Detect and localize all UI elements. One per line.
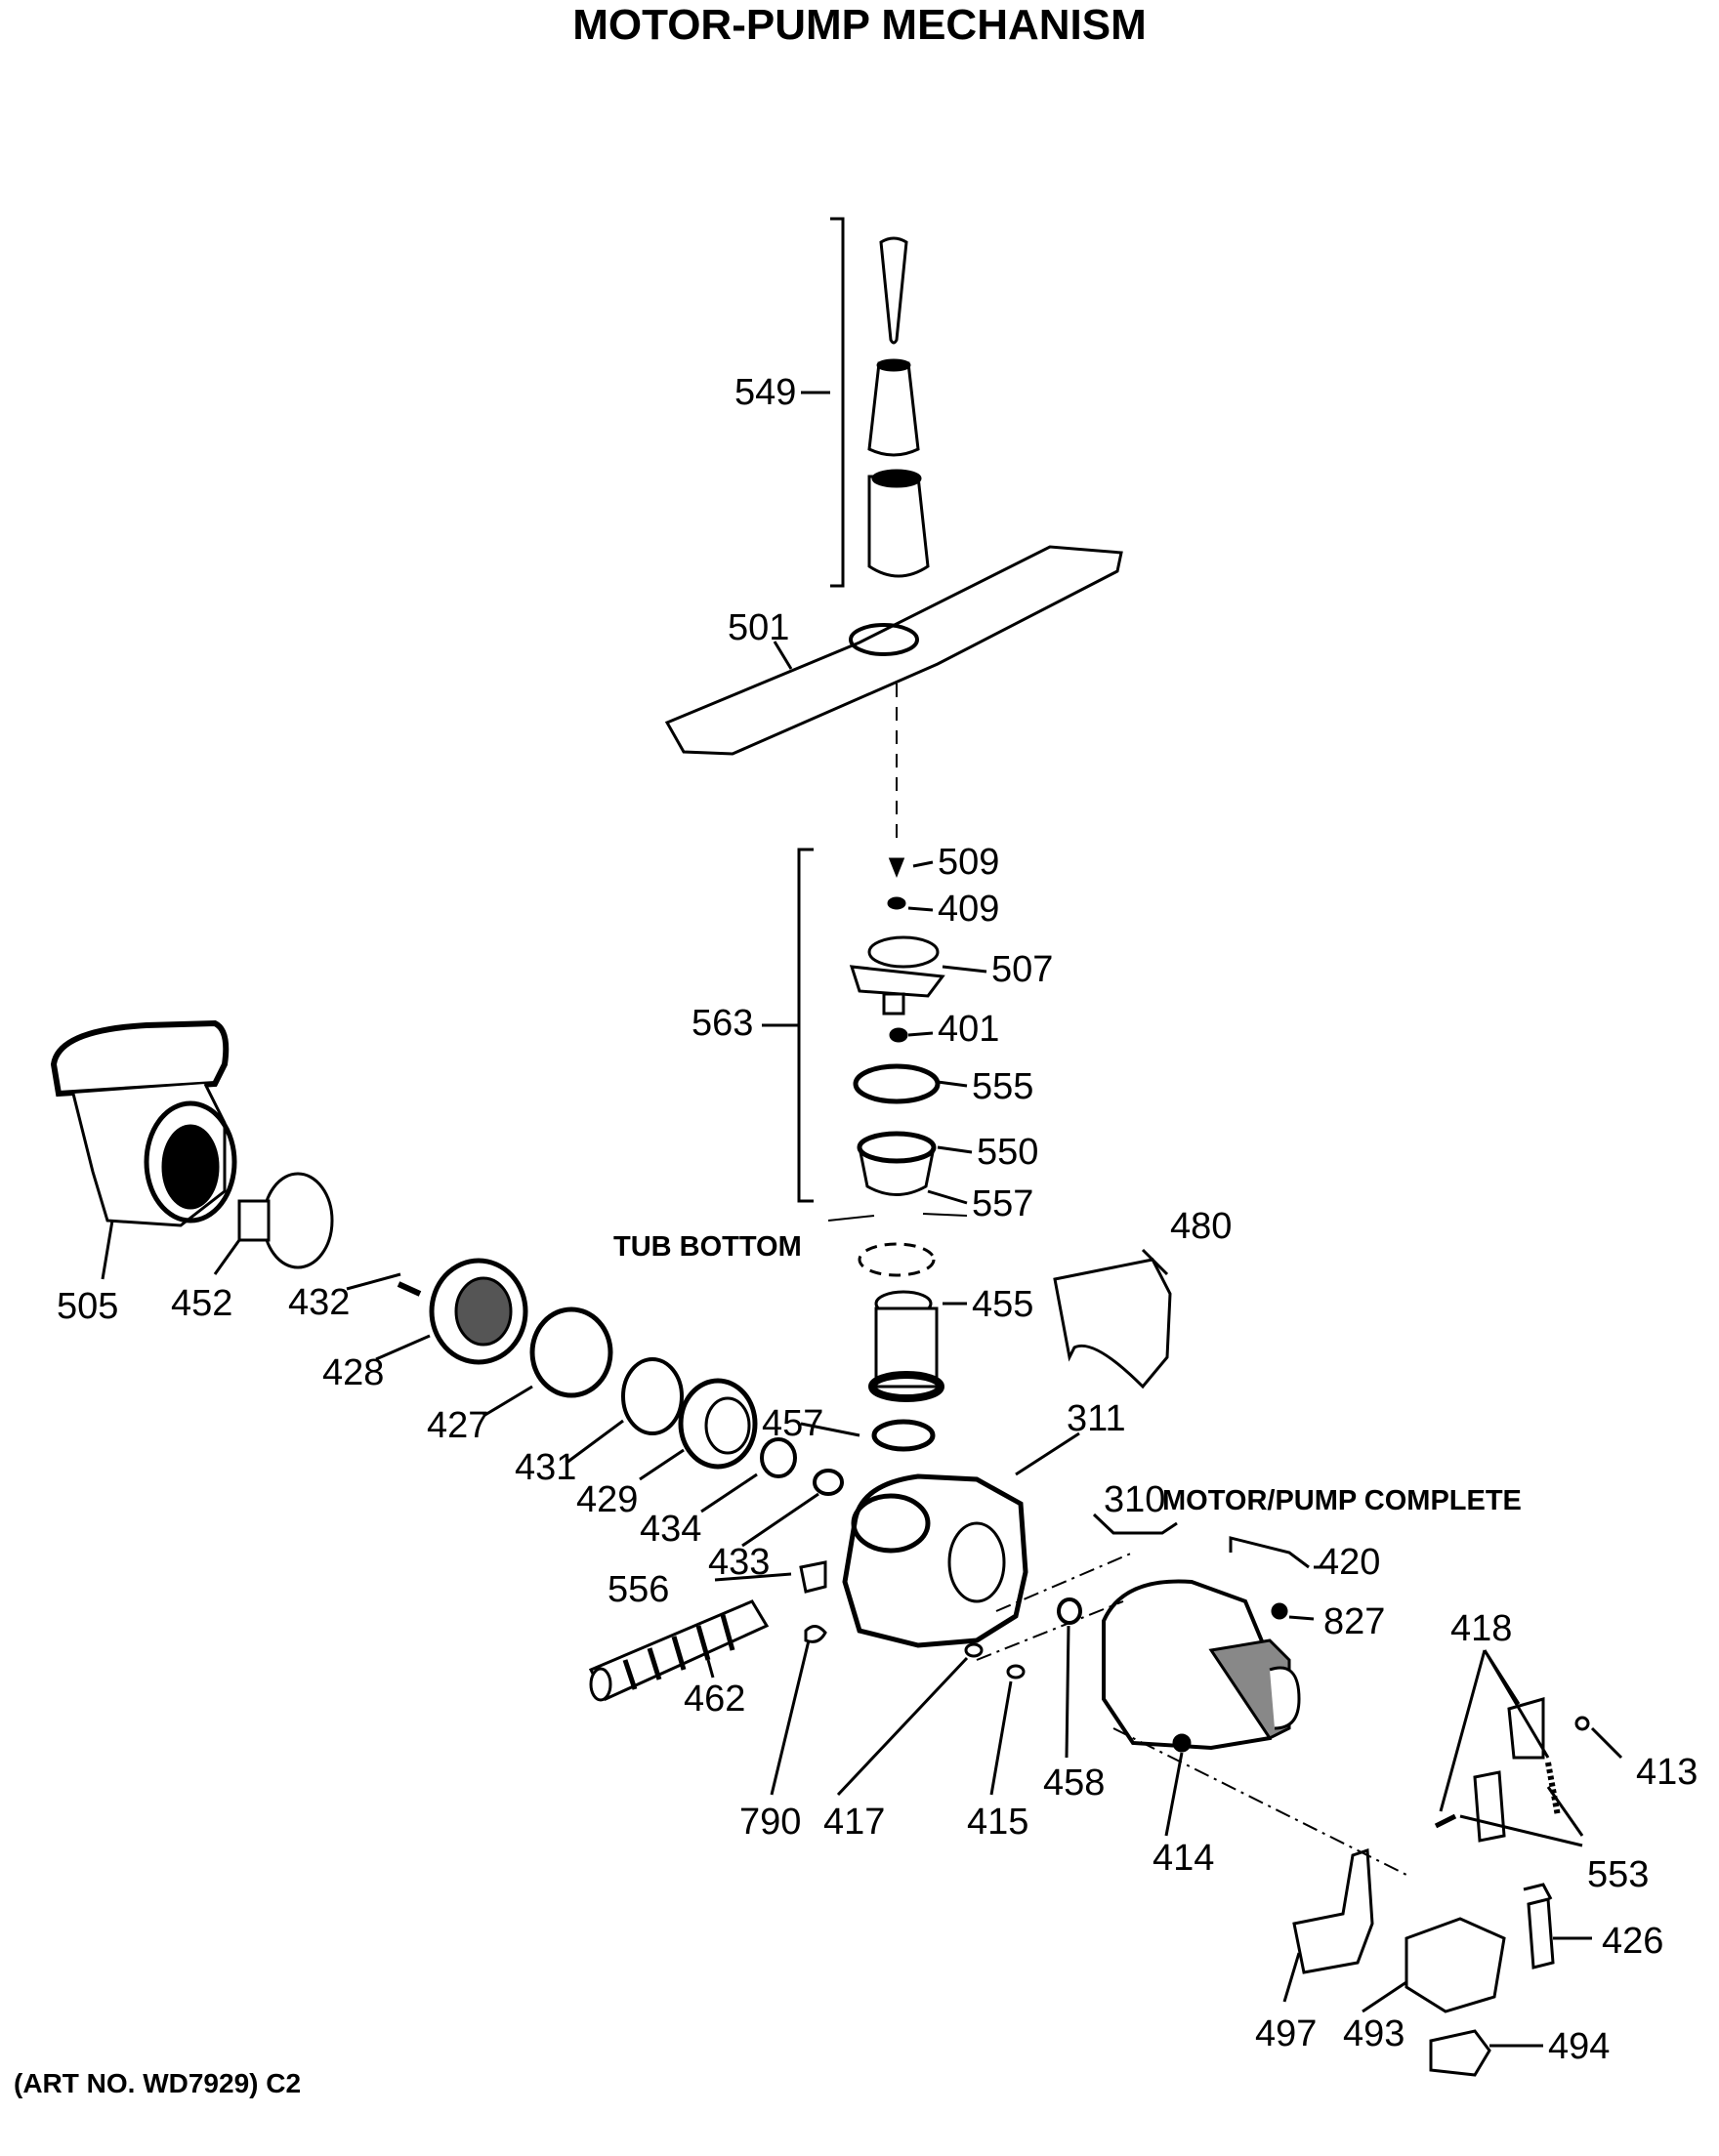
label-418: 418 bbox=[1450, 1608, 1512, 1649]
label-427: 427 bbox=[427, 1405, 488, 1446]
label-429: 429 bbox=[576, 1479, 638, 1520]
label-827: 827 bbox=[1323, 1601, 1385, 1642]
label-426: 426 bbox=[1602, 1921, 1663, 1962]
label-480: 480 bbox=[1170, 1206, 1232, 1247]
label-493: 493 bbox=[1343, 2013, 1405, 2054]
label-433: 433 bbox=[708, 1542, 770, 1583]
label-550: 550 bbox=[977, 1132, 1038, 1173]
bracket-563 bbox=[797, 848, 814, 1203]
label-457: 457 bbox=[762, 1403, 823, 1444]
label-790: 790 bbox=[739, 1802, 801, 1843]
label-563: 563 bbox=[692, 1003, 753, 1044]
label-414: 414 bbox=[1153, 1838, 1214, 1879]
label-557: 557 bbox=[972, 1183, 1033, 1224]
tub-bottom-label: TUB BOTTOM bbox=[613, 1231, 802, 1263]
impeller-429 bbox=[678, 1378, 758, 1470]
label-434: 434 bbox=[640, 1509, 701, 1550]
label-507: 507 bbox=[991, 949, 1053, 990]
label-462: 462 bbox=[684, 1679, 745, 1720]
solenoid-493 bbox=[1405, 1917, 1506, 2013]
motor-pump-complete-label: MOTOR/PUMP COMPLETE bbox=[1162, 1485, 1522, 1516]
label-432: 432 bbox=[288, 1282, 350, 1323]
label-452: 452 bbox=[171, 1283, 232, 1324]
label-555: 555 bbox=[972, 1066, 1033, 1107]
bracket-497 bbox=[1292, 1847, 1374, 1974]
label-420: 420 bbox=[1319, 1542, 1380, 1583]
label-549: 549 bbox=[734, 372, 796, 413]
seal-455 bbox=[868, 1290, 944, 1452]
label-501: 501 bbox=[728, 607, 789, 648]
pump-housing-311 bbox=[842, 1473, 1028, 1648]
label-509: 509 bbox=[938, 842, 999, 883]
label-497: 497 bbox=[1255, 2013, 1317, 2054]
label-431: 431 bbox=[515, 1447, 576, 1488]
housing-505 bbox=[50, 1019, 237, 1227]
label-401: 401 bbox=[938, 1009, 999, 1050]
clamp-452 bbox=[237, 1172, 334, 1269]
label-455: 455 bbox=[972, 1284, 1033, 1325]
label-505: 505 bbox=[57, 1286, 118, 1327]
label-413: 413 bbox=[1636, 1752, 1698, 1793]
bracket-549 bbox=[830, 217, 845, 588]
label-310: 310 bbox=[1104, 1479, 1165, 1520]
label-417: 417 bbox=[823, 1802, 885, 1843]
hub-507 bbox=[849, 935, 945, 1016]
label-553: 553 bbox=[1587, 1854, 1649, 1895]
auger-462 bbox=[588, 1599, 770, 1702]
label-458: 458 bbox=[1043, 1762, 1105, 1804]
motor-310 bbox=[1102, 1579, 1301, 1751]
guard-480 bbox=[1053, 1258, 1172, 1389]
spray-arm-501 bbox=[664, 545, 1123, 756]
label-428: 428 bbox=[322, 1352, 384, 1393]
spray-tube-549 bbox=[867, 236, 930, 578]
label-556: 556 bbox=[608, 1569, 669, 1610]
art-number: (ART NO. WD7929) C2 bbox=[14, 2068, 302, 2098]
label-494: 494 bbox=[1548, 2026, 1610, 2067]
strainer-428 bbox=[429, 1258, 528, 1365]
page-title: MOTOR-PUMP MECHANISM bbox=[572, 1, 1147, 49]
label-409: 409 bbox=[938, 889, 999, 930]
cup-550 bbox=[857, 1131, 937, 1196]
label-415: 415 bbox=[967, 1802, 1028, 1843]
label-311: 311 bbox=[1067, 1398, 1126, 1439]
